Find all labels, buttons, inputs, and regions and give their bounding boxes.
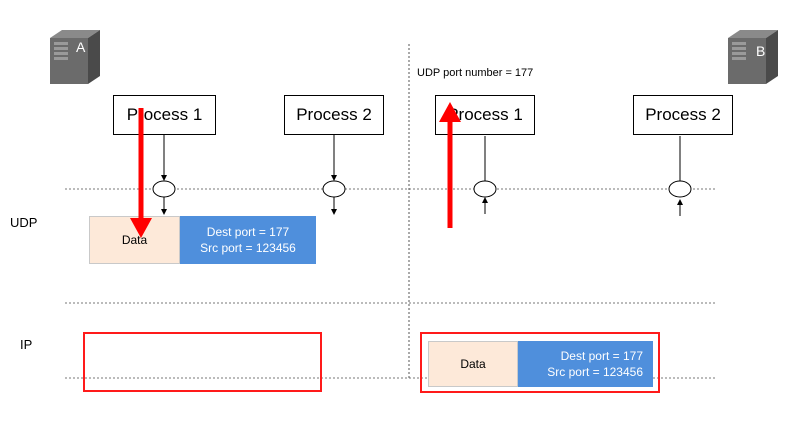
host-a-label: A <box>76 39 86 55</box>
red-up-arrow-head <box>439 102 461 122</box>
server-b-icon: B <box>722 28 778 84</box>
b2-socket <box>668 180 692 198</box>
host-a-process-2: Process 2 <box>284 95 384 135</box>
udp-src-port: Src port = 123456 <box>200 241 296 255</box>
udp-segment-header: Dest port = 177 Src port = 123456 <box>180 216 316 264</box>
host-b-process-2: Process 2 <box>633 95 733 135</box>
server-a-icon: A <box>44 28 100 84</box>
ip-host-a-highlight-box <box>83 332 322 392</box>
ip-packet-header: Dest port = 177 Src port = 123456 <box>518 341 653 387</box>
red-down-arrow-head <box>130 218 152 238</box>
host-a-process-1: Process 1 <box>113 95 216 135</box>
ip-host-b-highlight-box <box>420 332 660 393</box>
ip-dest-port: Dest port = 177 <box>560 349 643 363</box>
udp-layer-label: UDP <box>10 215 38 230</box>
ip-packet-data: Data <box>428 341 518 387</box>
ip-layer-label: IP <box>20 337 33 352</box>
host-b-label: B <box>756 43 766 59</box>
udp-port-note: UDP port number = 177 <box>417 67 534 79</box>
udp-dest-port: Dest port = 177 <box>206 225 290 239</box>
ip-src-port: Src port = 123456 <box>547 365 643 379</box>
